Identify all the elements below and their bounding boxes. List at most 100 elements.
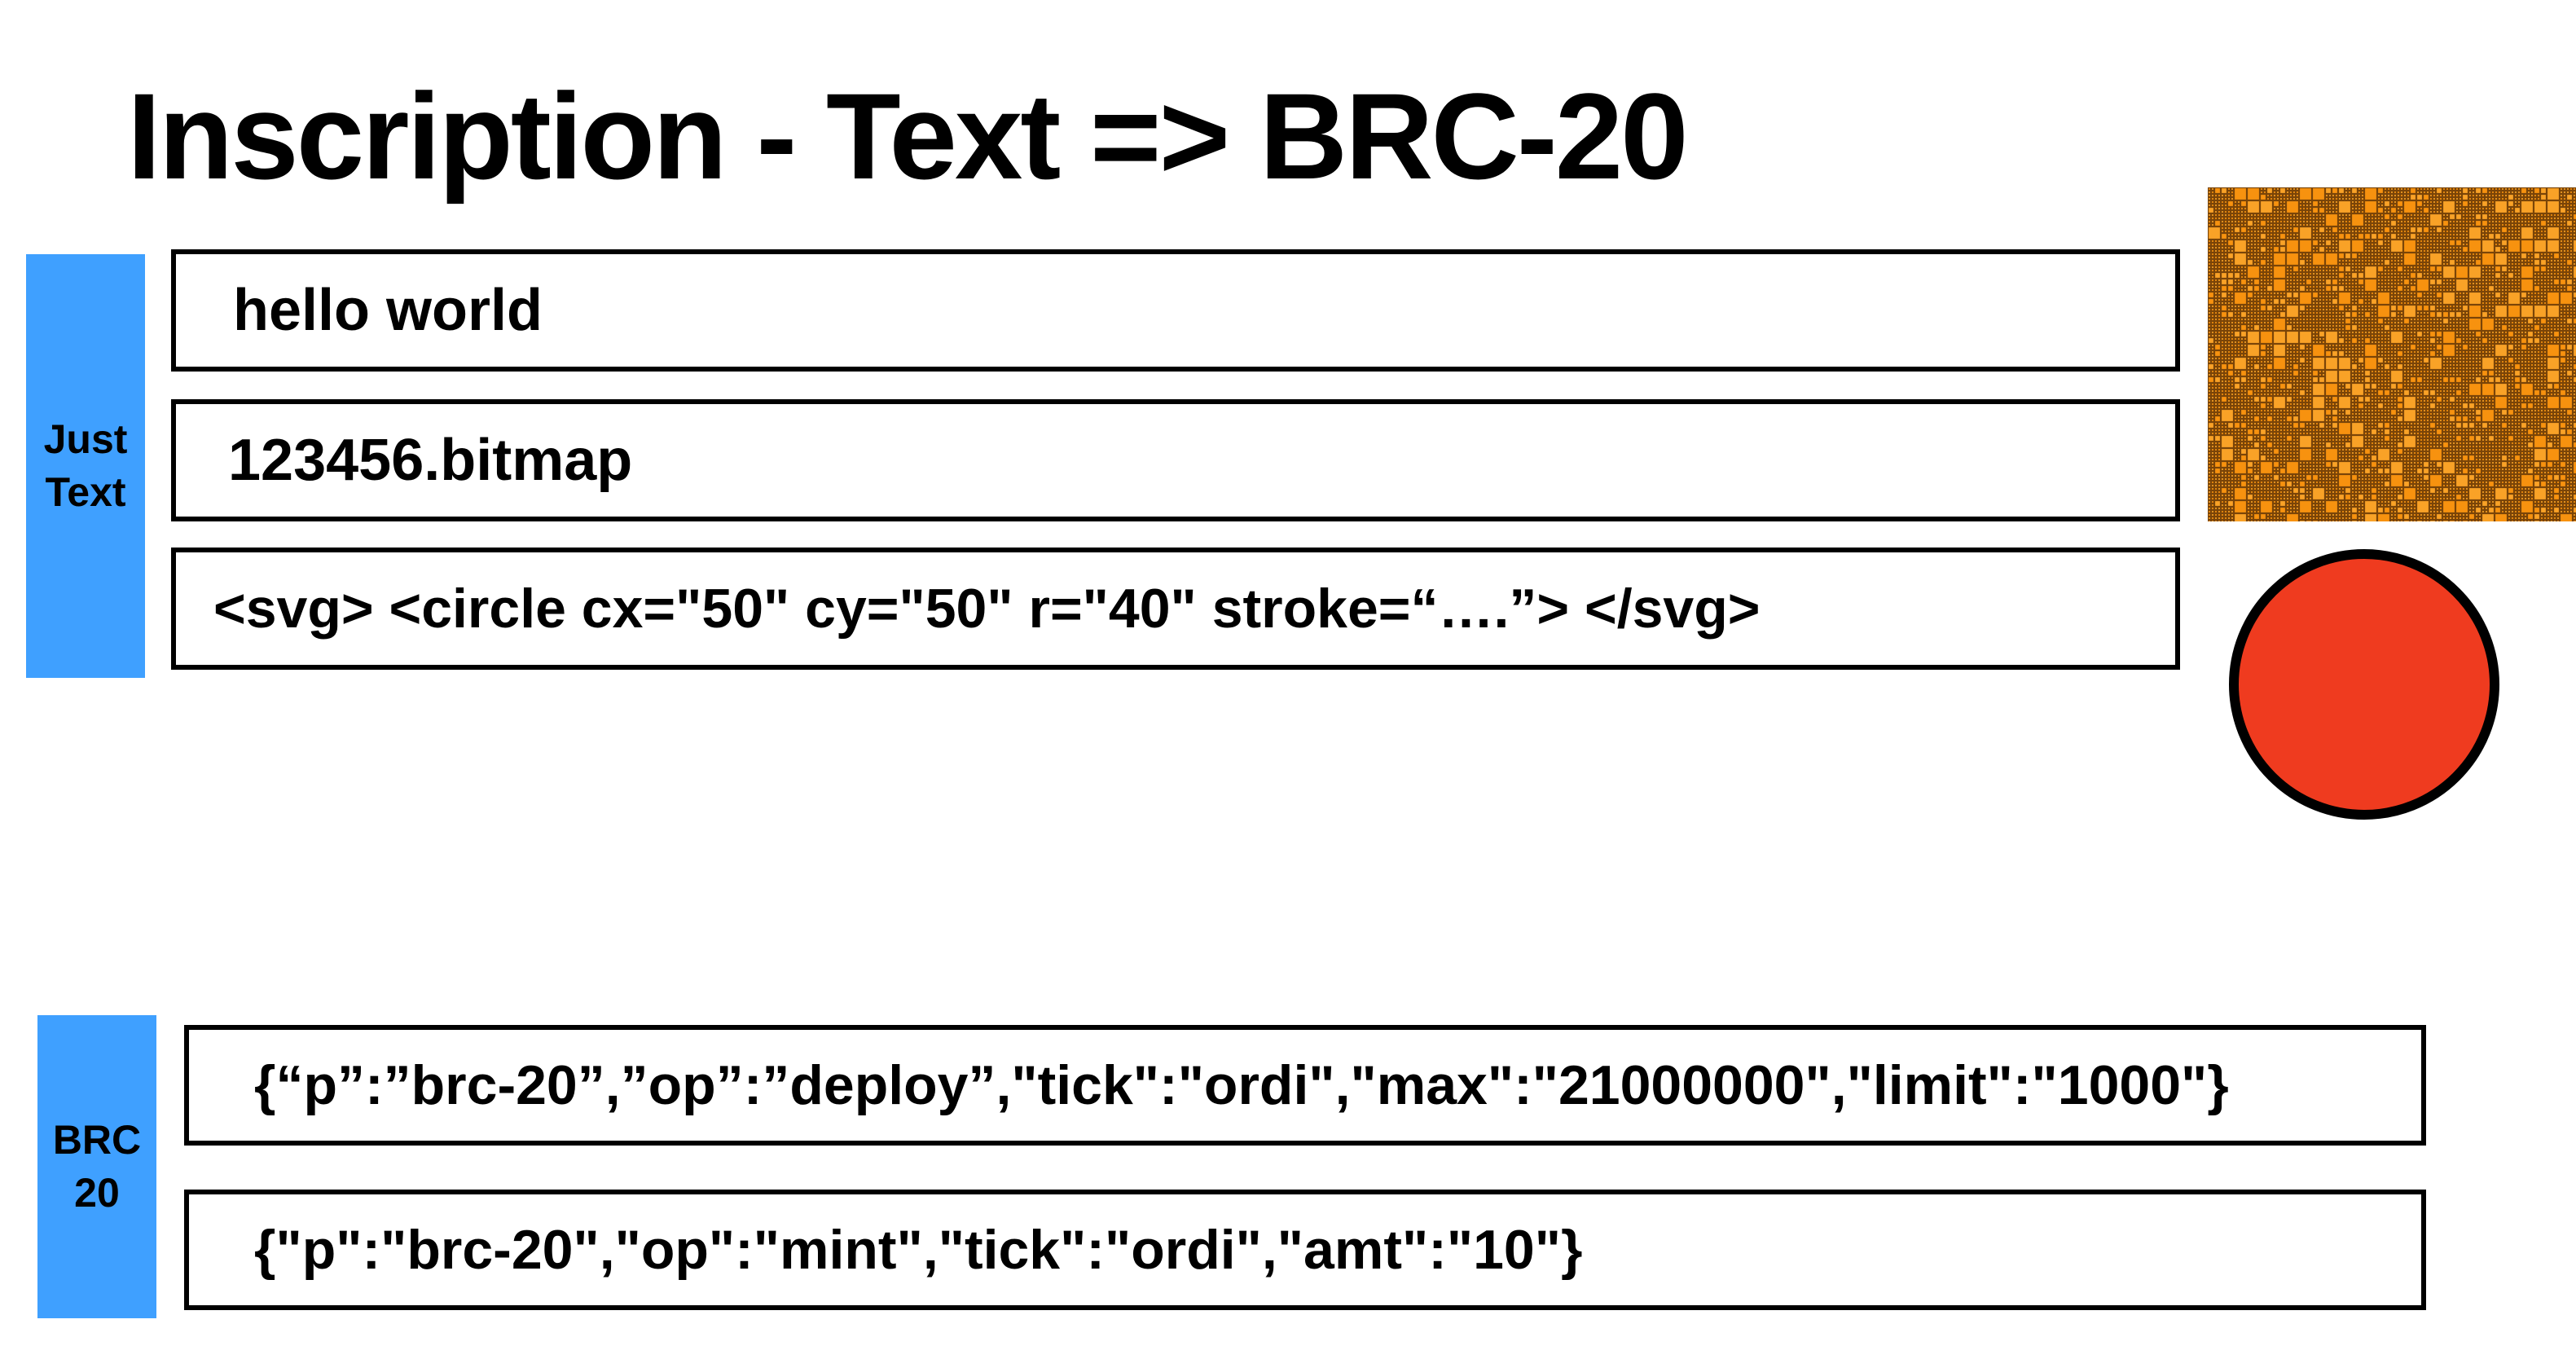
bitmap-cell <box>2341 382 2345 387</box>
bitmap-cell <box>2396 346 2401 351</box>
bitmap-cell <box>2334 493 2339 498</box>
bitmap-cell <box>2279 451 2284 455</box>
bitmap-cell <box>2370 317 2375 322</box>
bitmap-cell <box>2275 304 2280 309</box>
bitmap-cell <box>2412 477 2417 482</box>
bitmap-cell <box>2285 460 2300 475</box>
bitmap-cell <box>2334 402 2339 407</box>
bitmap-cell <box>2259 473 2264 478</box>
bitmap-cell <box>2266 304 2274 312</box>
bitmap-cell <box>2341 320 2345 325</box>
bitmap-cell <box>2217 431 2222 436</box>
bitmap-cell <box>2249 307 2254 312</box>
bitmap-cell <box>2422 232 2427 237</box>
bitmap-cell <box>2347 457 2352 462</box>
bitmap-cell <box>2285 359 2290 364</box>
bitmap-cell <box>2295 376 2300 380</box>
bitmap-cell <box>2243 209 2248 214</box>
bitmap-cell <box>2233 499 2248 514</box>
bitmap-cell <box>2269 457 2274 462</box>
bitmap-cell <box>2295 284 2300 289</box>
bitmap-cell <box>2337 271 2345 279</box>
bitmap-cell <box>2233 408 2238 413</box>
bitmap-cell <box>2376 434 2381 439</box>
bitmap-cell <box>2448 226 2453 231</box>
bitmap-cell <box>2230 350 2235 354</box>
bitmap-cell <box>2373 327 2378 332</box>
bitmap-cell <box>2445 216 2450 221</box>
bitmap-cell <box>2292 438 2297 442</box>
bitmap-cell <box>2292 473 2297 478</box>
bitmap-cell <box>2337 356 2352 371</box>
bitmap-cell <box>2311 506 2316 511</box>
bitmap-cell <box>2373 424 2378 429</box>
bitmap-cell <box>2305 222 2310 227</box>
bitmap-cell <box>2318 203 2323 208</box>
bitmap-cell <box>2422 216 2427 221</box>
bitmap-cell <box>2259 392 2264 397</box>
bitmap-cell <box>2376 323 2381 328</box>
bitmap-cell <box>2324 499 2339 514</box>
bitmap-cell <box>2249 519 2254 521</box>
bitmap-cell <box>2448 193 2453 198</box>
bitmap-cell <box>2347 307 2352 312</box>
bitmap-cell <box>2383 248 2388 253</box>
bitmap-cell <box>2350 402 2355 407</box>
bitmap-cell <box>2236 219 2241 224</box>
bitmap-cell <box>2331 402 2336 407</box>
bitmap-cell <box>2288 444 2293 449</box>
bitmap-cell <box>2363 376 2372 384</box>
bitmap-cell <box>2220 203 2225 208</box>
bitmap-cell <box>2360 340 2365 345</box>
bitmap-cell <box>2285 454 2290 459</box>
bitmap-cell <box>2354 418 2358 423</box>
bitmap-cell <box>2240 353 2244 358</box>
bitmap-cell <box>2311 232 2316 237</box>
bitmap-cell <box>2350 323 2358 332</box>
bitmap-cell <box>2422 268 2427 273</box>
bitmap-cell <box>2360 226 2365 231</box>
bitmap-cell <box>2451 304 2456 309</box>
bitmap-cell <box>2282 418 2287 423</box>
bitmap-cell <box>2435 320 2440 325</box>
bitmap-cell <box>2386 398 2391 403</box>
bitmap-cell <box>2399 389 2404 394</box>
bitmap-cell <box>2213 310 2218 315</box>
bitmap-cell <box>2269 265 2274 270</box>
bitmap-cell <box>2208 415 2212 420</box>
bitmap-cell <box>2217 281 2222 286</box>
bitmap-cell <box>2295 320 2300 325</box>
bitmap-cell <box>2220 193 2225 198</box>
bitmap-cell <box>2350 291 2355 296</box>
bitmap-cell <box>2435 310 2443 319</box>
bitmap-cell <box>2337 389 2342 394</box>
bitmap-cell <box>2350 372 2355 377</box>
bitmap-cell <box>2275 216 2280 221</box>
bitmap-cell <box>2292 483 2297 488</box>
bitmap-cell <box>2386 255 2391 260</box>
bitmap-cell <box>2331 314 2336 319</box>
bitmap-cell <box>2396 301 2401 306</box>
bitmap-cell <box>2269 271 2274 276</box>
bitmap-cell <box>2376 291 2391 306</box>
bitmap-cell <box>2354 395 2358 400</box>
bitmap-cell <box>2220 187 2228 195</box>
bitmap-cell <box>2243 232 2248 237</box>
bitmap-cell <box>2344 516 2349 521</box>
bitmap-cell <box>2279 229 2284 234</box>
bitmap-cell <box>2240 288 2244 292</box>
bitmap-cell <box>2370 473 2375 478</box>
bitmap-cell <box>2409 464 2414 468</box>
bitmap-cell <box>2308 516 2313 521</box>
bitmap-cell <box>2324 294 2329 299</box>
bitmap-cell <box>2455 255 2460 260</box>
bitmap-cell <box>2393 398 2398 403</box>
bitmap-cell <box>2301 206 2306 211</box>
bitmap-cell <box>2435 304 2440 309</box>
bitmap-cell <box>2246 467 2254 475</box>
bitmap-cell <box>2233 473 2238 478</box>
bitmap-cell <box>2383 284 2388 289</box>
bitmap-cell <box>2337 304 2345 312</box>
bitmap-cell <box>2367 480 2372 485</box>
bitmap-cell <box>2256 248 2261 253</box>
